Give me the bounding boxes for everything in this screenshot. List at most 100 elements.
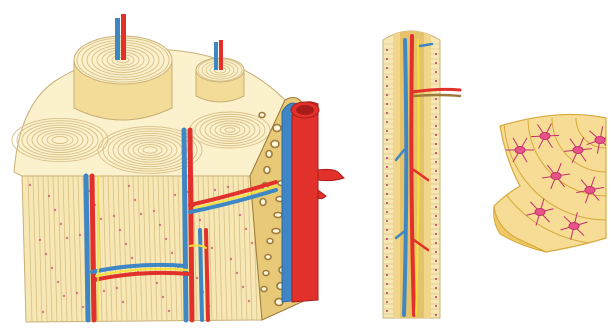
osteocyte-dot xyxy=(248,300,250,302)
rod-osteocyte xyxy=(386,283,388,285)
osteocyte-cell xyxy=(585,187,595,194)
vein-vertical xyxy=(200,230,202,320)
rod-osteocyte xyxy=(386,166,388,168)
osteocyte-dot xyxy=(162,296,164,298)
rod-osteocyte xyxy=(386,76,388,78)
osteocyte-cell xyxy=(573,147,583,154)
rod-osteocyte xyxy=(435,134,437,136)
osteocyte-dot xyxy=(51,267,53,269)
osteocyte-dot xyxy=(153,210,155,212)
osteocyte-cell xyxy=(551,173,561,180)
osteocyte-dot xyxy=(140,213,142,215)
rod-osteocyte xyxy=(435,314,437,316)
rod-osteocyte xyxy=(435,260,437,262)
rod-osteocyte xyxy=(435,62,437,64)
osteocyte-dot xyxy=(128,185,130,187)
rod-osteocyte xyxy=(386,301,388,303)
cylinder-vein xyxy=(115,18,120,60)
artery-vertical xyxy=(92,176,94,320)
rod-osteocyte xyxy=(435,98,437,100)
osteocyte-dot xyxy=(156,282,158,284)
osteocyte-dot xyxy=(227,186,229,188)
osteocyte-dot xyxy=(165,238,167,240)
artery-vertical xyxy=(206,230,208,320)
osteocyte-dot xyxy=(42,311,44,313)
rod-osteocyte xyxy=(386,265,388,267)
osteocyte-dot xyxy=(54,209,56,211)
spongy-cavity xyxy=(265,255,271,260)
bone-tissue-detail xyxy=(480,114,611,252)
spongy-cavity xyxy=(263,271,269,276)
spongy-cavity xyxy=(272,229,280,234)
spongy-cavity xyxy=(274,213,282,218)
rod-osteocyte xyxy=(435,242,437,244)
cylinder-artery xyxy=(121,14,126,60)
osteocyte-dot xyxy=(134,199,136,201)
osteocyte-dot xyxy=(57,281,59,283)
osteocyte-dot xyxy=(214,189,216,191)
rod-osteocyte xyxy=(386,247,388,249)
osteocyte-dot xyxy=(236,272,238,274)
osteocyte-dot xyxy=(119,229,121,231)
osteocyte-dot xyxy=(230,258,232,260)
rod-osteocyte xyxy=(435,296,437,298)
rod-osteocyte xyxy=(386,130,388,132)
osteocyte-dot xyxy=(199,219,201,221)
rod-osteocyte xyxy=(435,53,437,55)
rod-osteocyte xyxy=(435,107,437,109)
osteocyte-dot xyxy=(82,306,84,308)
rod-osteocyte xyxy=(386,238,388,240)
rod-osteocyte xyxy=(386,85,388,87)
rod-osteocyte xyxy=(386,175,388,177)
rod-osteocyte xyxy=(386,310,388,312)
osteocyte-dot xyxy=(131,257,133,259)
rod-osteocyte xyxy=(435,206,437,208)
rod-osteocyte xyxy=(435,71,437,73)
rod-osteocyte xyxy=(386,229,388,231)
rod-osteocyte xyxy=(386,184,388,186)
osteocyte-cell xyxy=(595,137,605,144)
rod-osteocyte xyxy=(435,170,437,172)
rod-osteocyte xyxy=(435,143,437,145)
spongy-cavity xyxy=(264,167,270,174)
rod-osteocyte xyxy=(386,103,388,105)
rod-osteocyte xyxy=(386,139,388,141)
vein-vertical xyxy=(86,176,88,320)
rod-osteocyte xyxy=(386,112,388,114)
small-cylinder-vein xyxy=(214,42,218,70)
osteocyte-cell xyxy=(535,209,545,216)
osteocyte-dot xyxy=(48,195,50,197)
rod-osteocyte xyxy=(435,125,437,127)
osteocyte-dot xyxy=(63,295,65,297)
spongy-cavity xyxy=(266,151,272,158)
osteocyte-dot xyxy=(103,290,105,292)
compact-bone-block xyxy=(12,14,344,322)
osteon-cylinder-small xyxy=(196,40,244,102)
osteocyte-dot xyxy=(39,239,41,241)
osteocyte-dot xyxy=(122,301,124,303)
osteocyte-dot xyxy=(45,253,47,255)
osteocyte-dot xyxy=(29,184,31,186)
osteocyte-cell xyxy=(569,223,579,230)
rod-osteocyte xyxy=(386,94,388,96)
osteocyte-dot xyxy=(159,224,161,226)
spongy-cavity xyxy=(261,287,267,292)
osteocyte-dot xyxy=(100,218,102,220)
main-artery xyxy=(282,102,344,302)
rod-osteocyte xyxy=(435,80,437,82)
rod-osteocyte xyxy=(386,292,388,294)
spongy-cavity xyxy=(267,239,273,244)
rod-osteocyte xyxy=(386,121,388,123)
rod-osteocyte xyxy=(435,215,437,217)
rod-osteocyte xyxy=(435,224,437,226)
osteocyte-dot xyxy=(171,252,173,254)
rod-branch-brown xyxy=(414,95,460,96)
osteocyte-dot xyxy=(76,292,78,294)
rod-osteocyte xyxy=(435,188,437,190)
rod-osteocyte xyxy=(435,179,437,181)
rod-osteocyte xyxy=(435,152,437,154)
osteocyte-dot xyxy=(60,223,62,225)
vein-vertical xyxy=(184,130,186,320)
